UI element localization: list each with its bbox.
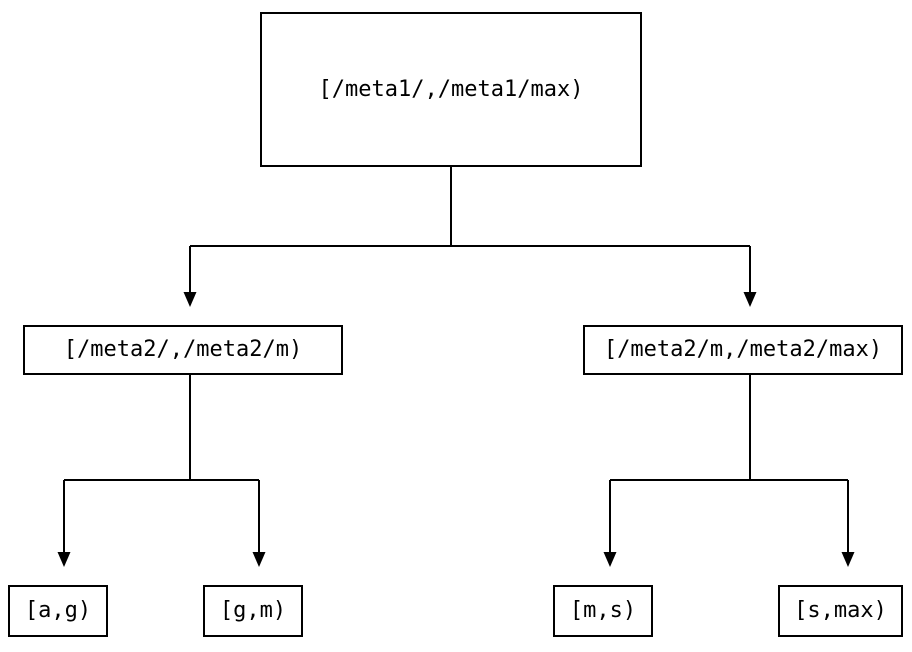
node-leaf-smax-label: [s,max) xyxy=(794,598,887,623)
node-leaf-gm: [g,m) xyxy=(203,585,303,637)
node-leaf-gm-label: [g,m) xyxy=(219,598,287,623)
node-right-range: [/meta2/m,/meta2/max) xyxy=(583,325,903,375)
node-leaf-smax: [s,max) xyxy=(778,585,903,637)
arrowhead-leaf-ms xyxy=(603,552,617,567)
node-root-label: [/meta1/,/meta1/max) xyxy=(318,76,584,102)
arrowhead-leaf-ag xyxy=(57,552,71,567)
node-leaf-ms-label: [m,s) xyxy=(569,598,637,623)
node-leaf-ms: [m,s) xyxy=(553,585,653,637)
arrowhead-leaf-gm xyxy=(252,552,266,567)
node-leaf-ag-label: [a,g) xyxy=(24,598,92,623)
node-left-label: [/meta2/,/meta2/m) xyxy=(63,337,303,362)
node-left-range: [/meta2/,/meta2/m) xyxy=(23,325,343,375)
node-leaf-ag: [a,g) xyxy=(8,585,108,637)
arrowhead-right xyxy=(743,292,757,307)
arrowhead-leaf-smax xyxy=(841,552,855,567)
node-right-label: [/meta2/m,/meta2/max) xyxy=(603,337,883,362)
node-root-range: [/meta1/,/meta1/max) xyxy=(260,12,642,167)
arrowhead-left xyxy=(183,292,197,307)
